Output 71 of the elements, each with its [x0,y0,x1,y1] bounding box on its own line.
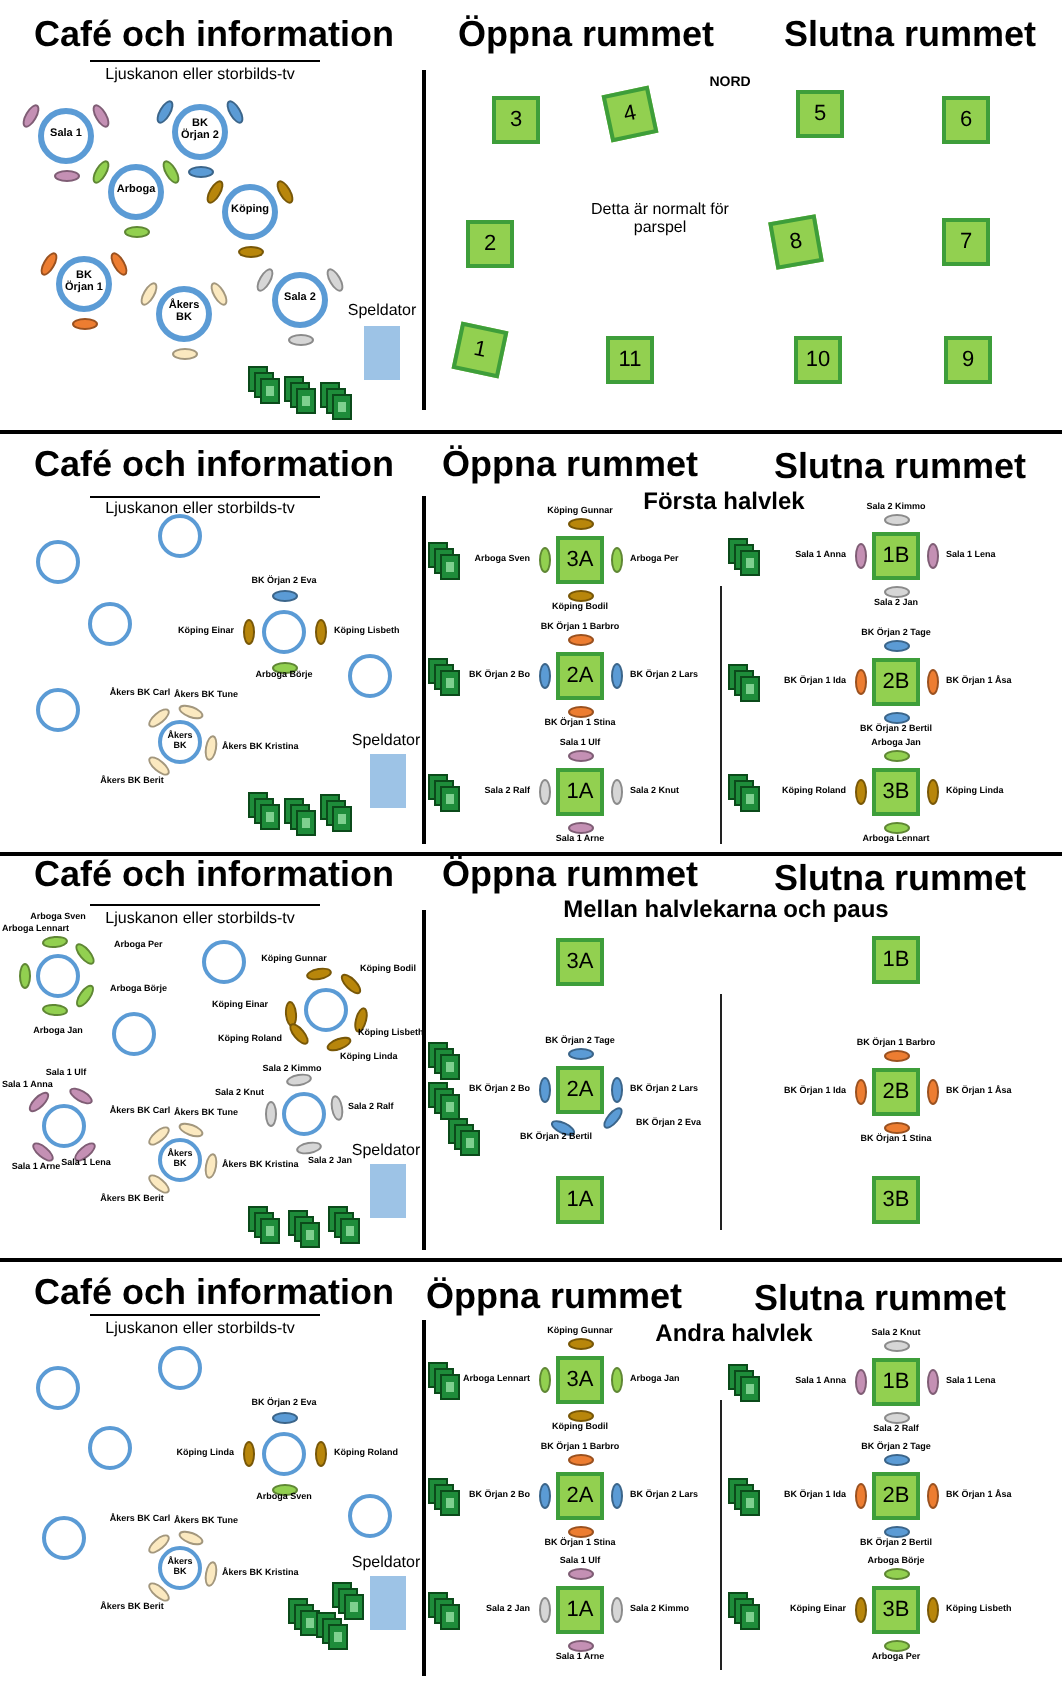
game-table: 3B [872,1176,920,1224]
screen-label: Ljuskanon eller storbilds-tv [105,67,295,85]
round-table [112,1012,156,1056]
game-table: 2B [872,658,920,706]
round-table [158,1346,202,1390]
round-table [202,940,246,984]
game-table: 7 [942,218,990,266]
section-heading: Slutna rummet [753,1280,1007,1320]
round-table [282,1092,326,1136]
game-table: 1B [872,936,920,984]
section-heading: Café och information [34,16,394,56]
round-table [36,540,80,584]
game-table: 2B [872,1068,920,1116]
game-table: 4 [601,85,659,143]
section-heading: Slutna rummet [783,16,1037,56]
phase-heading: Mellan halvlekarna och paus [563,896,889,924]
round-table [36,688,80,732]
section-heading: Öppna rummet [458,16,714,56]
phase-heading: Första halvlek [643,488,805,516]
section-heading: Öppna rummet [426,1278,682,1318]
game-table: 6 [942,96,990,144]
phase-heading: Andra halvlek [655,1320,813,1348]
section-heading: Café och information [34,856,394,896]
game-table: 3B [872,768,920,816]
round-table [36,1366,80,1410]
game-table: 3A [556,938,604,986]
section-heading: Slutna rummet [773,448,1027,488]
game-table: 5 [796,90,844,138]
game-table: 2A [556,652,604,700]
round-table [88,1426,132,1470]
round-table [348,654,392,698]
round-table [158,514,202,558]
game-table: 1A [556,1586,604,1634]
screen-label: Ljuskanon eller storbilds-tv [105,911,295,929]
round-table [304,988,348,1032]
screen-label: Ljuskanon eller storbilds-tv [105,1321,295,1339]
computer-label: Speldator [347,303,417,321]
round-table [262,610,306,654]
computer-label: Speldator [351,1143,421,1160]
game-table: 2A [556,1472,604,1520]
game-table: 3A [556,536,604,584]
round-table [88,602,132,646]
section-heading: Café och information [34,446,394,486]
game-table: 1A [556,768,604,816]
game-table: 2 [466,220,514,268]
game-table: 2B [872,1472,920,1520]
round-table [262,1432,306,1476]
computer-label: Speldator [351,1555,421,1573]
section-heading: Slutna rummet [773,860,1027,899]
game-table: 9 [944,336,992,384]
game-table: 3B [872,1586,920,1634]
game-table: 3 [492,96,540,144]
round-table [42,1104,86,1148]
note: Detta är normalt för parspel [589,202,731,238]
section-heading: Öppna rummet [442,446,698,486]
game-table: 1A [556,1176,604,1224]
section-heading: Café och information [34,1274,394,1314]
section-heading: Öppna rummet [442,856,698,896]
screen-label: Ljuskanon eller storbilds-tv [105,501,295,519]
game-table: 3A [556,1356,604,1404]
round-table [42,1516,86,1560]
game-table: 11 [606,336,654,384]
round-table [348,1494,392,1538]
game-table: 1B [872,1358,920,1406]
game-table: 1B [872,532,920,580]
computer-label: Speldator [351,733,421,751]
game-table: 10 [794,336,842,384]
game-table: 1 [451,321,509,379]
game-table: 2A [556,1066,604,1114]
round-table [36,954,80,998]
game-table: 8 [768,214,824,270]
